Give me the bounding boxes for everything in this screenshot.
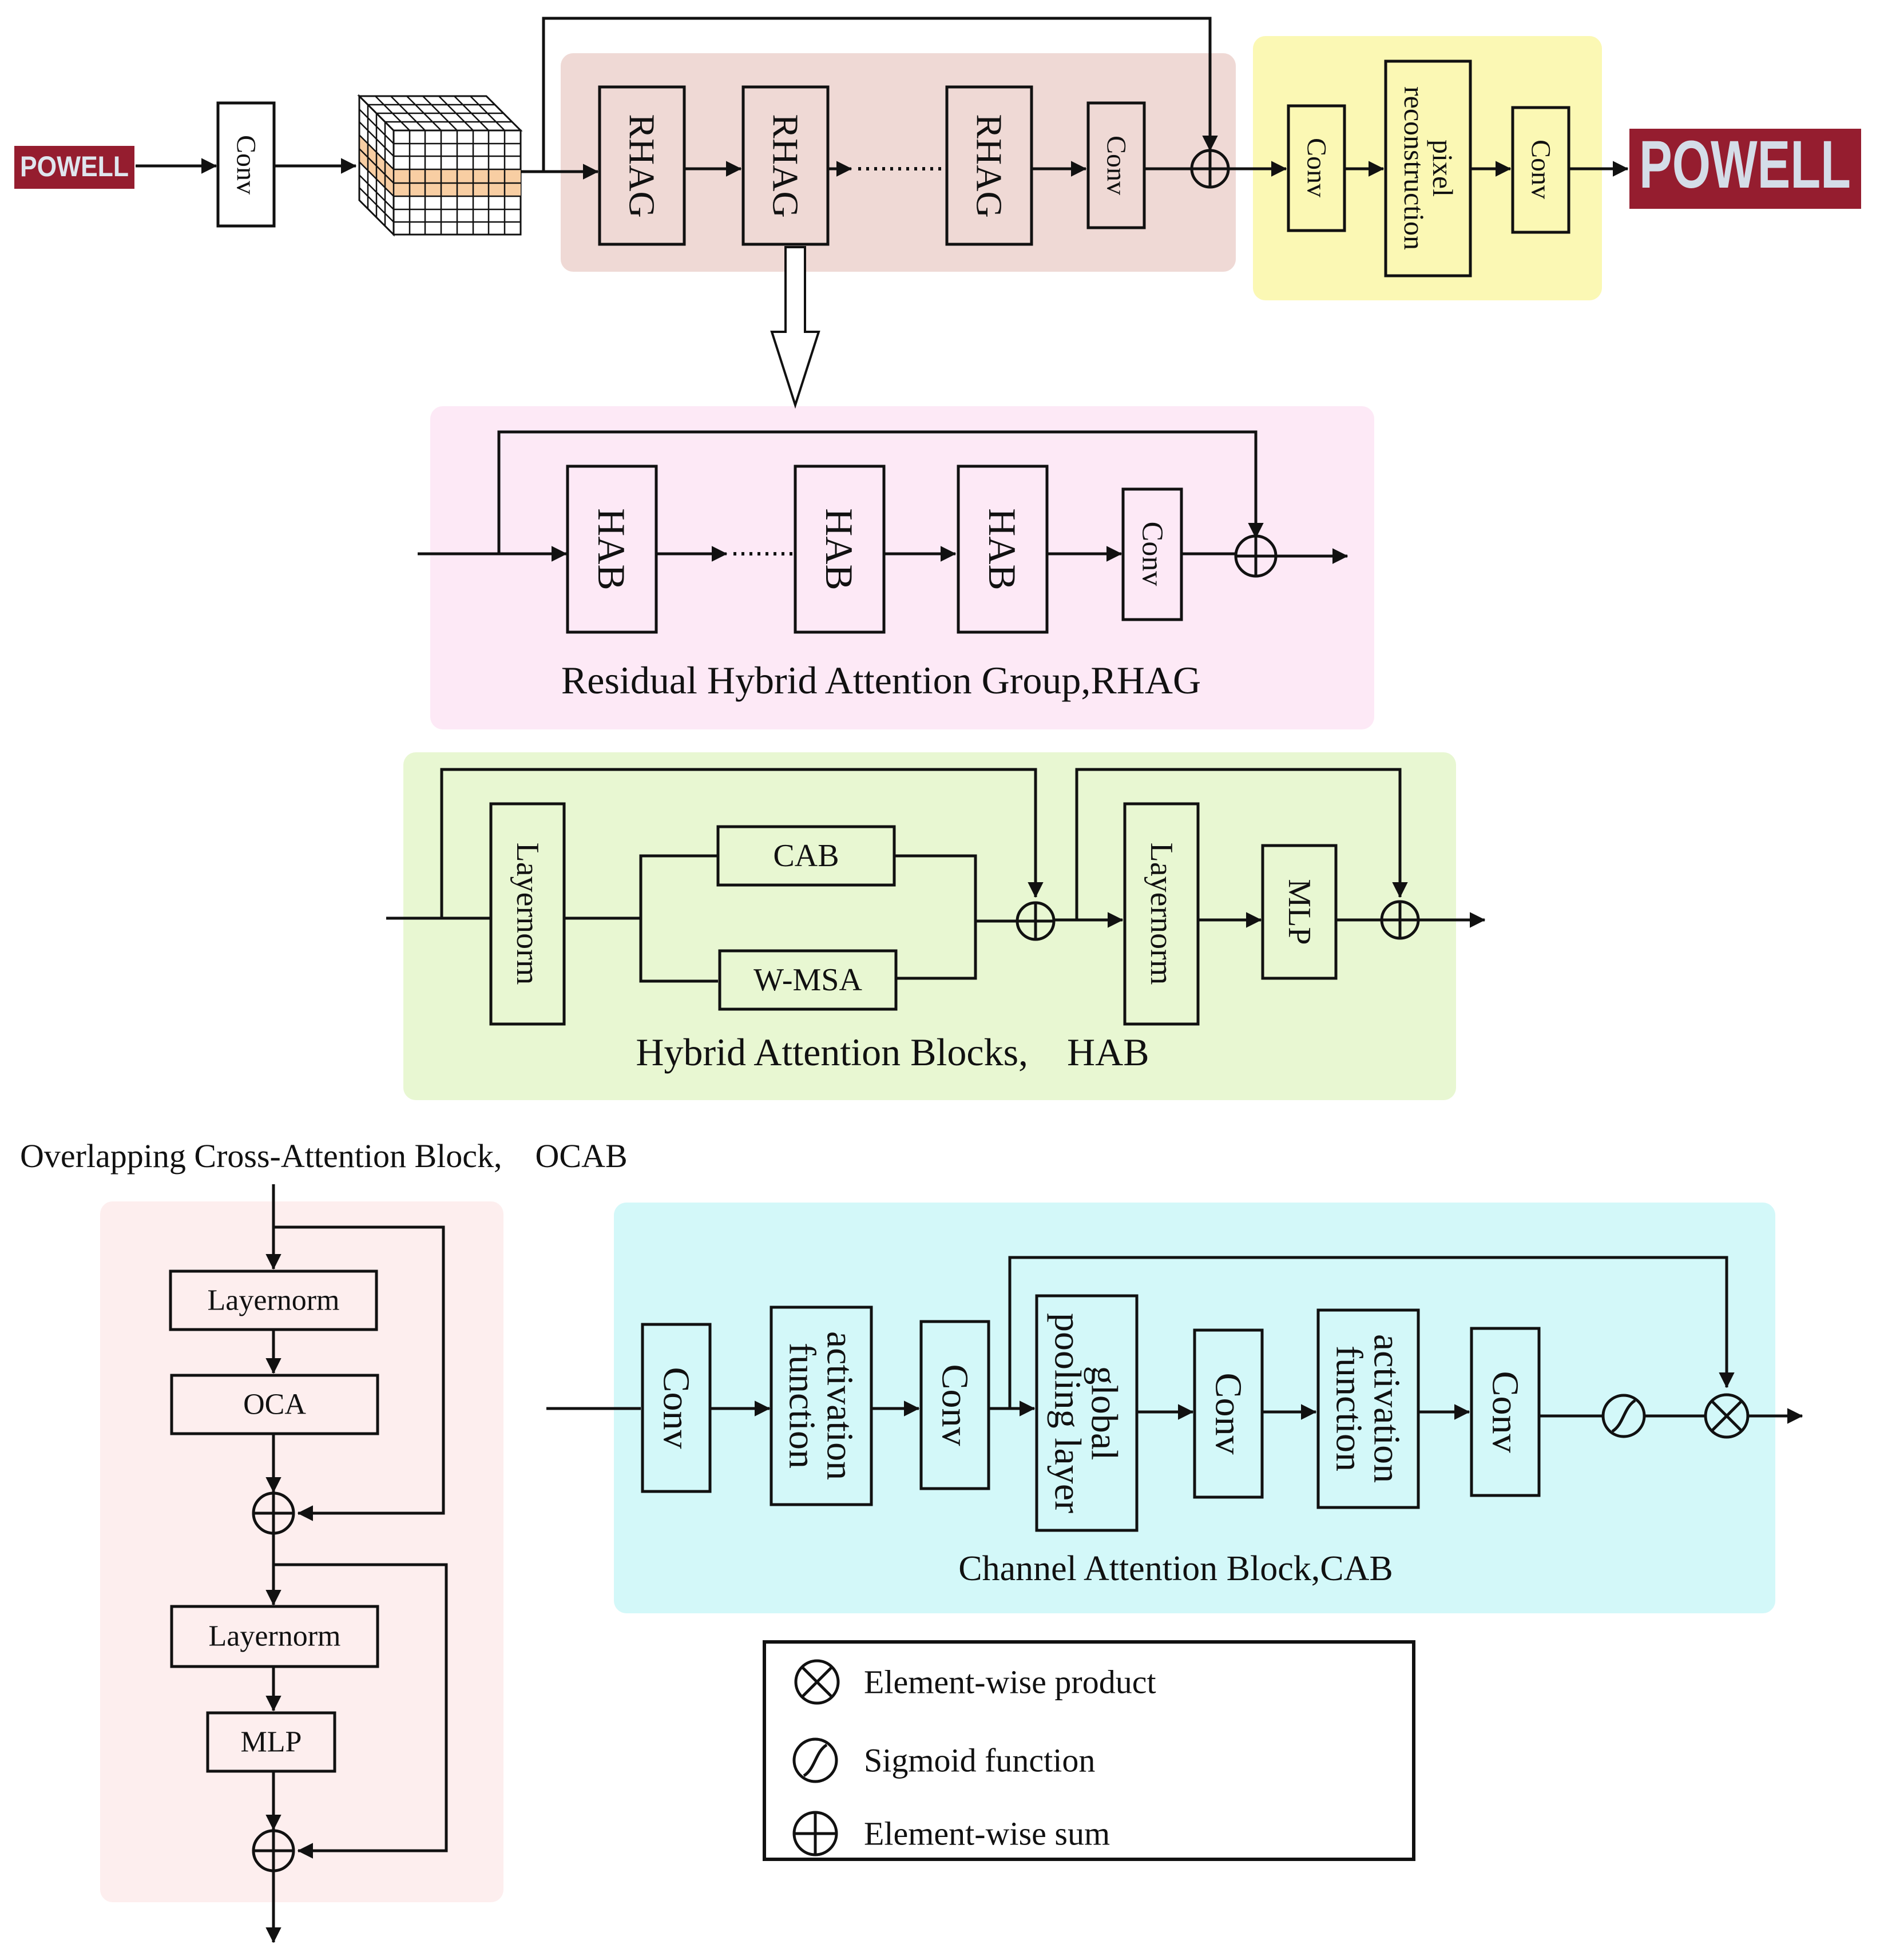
svg-text:Layernorm: Layernorm — [208, 1620, 340, 1653]
cab-activation-2: activation function — [1316, 1308, 1420, 1509]
svg-text:Layernorm: Layernorm — [207, 1284, 339, 1317]
hab-layernorm-1: Layernorm — [489, 802, 566, 1026]
svg-text:W-MSA: W-MSA — [753, 962, 862, 998]
ocab-mlp: MLP — [206, 1711, 336, 1773]
svg-text:Conv: Conv — [231, 135, 261, 195]
svg-text:HAB: HAB — [590, 508, 633, 590]
svg-text:MLP: MLP — [241, 1726, 302, 1759]
output-image-text: POWELL — [1639, 127, 1851, 203]
svg-text:Conv: Conv — [656, 1367, 697, 1449]
ocab-element-wise-sum-2 — [252, 1829, 295, 1872]
legend-product-label: Element-wise product — [864, 1664, 1156, 1701]
hab-block-2: HAB — [794, 465, 886, 634]
global-pooling-layer: global pooling layer — [1035, 1294, 1139, 1532]
svg-text:Conv: Conv — [934, 1364, 976, 1446]
svg-text:global: global — [1084, 1366, 1125, 1461]
hab-element-wise-sum-1 — [1016, 901, 1056, 941]
svg-text:activation: activation — [1366, 1334, 1408, 1483]
top-element-wise-sum — [1190, 149, 1230, 189]
legend: Element-wise product Sigmoid function El… — [763, 1640, 1415, 1861]
cab-caption: Channel Attention Block,CAB — [958, 1549, 1393, 1588]
input-image-text: POWELL — [20, 150, 129, 182]
svg-text:Layernorm: Layernorm — [510, 843, 545, 985]
shallow-conv: Conv — [216, 101, 276, 228]
output-image: POWELL — [1629, 127, 1861, 209]
sum-icon — [792, 1811, 838, 1856]
svg-text:Conv: Conv — [1136, 522, 1169, 586]
svg-text:Layernorm: Layernorm — [1144, 843, 1179, 985]
input-image: POWELL — [14, 146, 134, 189]
svg-text:RHAG: RHAG — [969, 114, 1010, 217]
svg-text:Conv: Conv — [1485, 1371, 1526, 1453]
hab-caption: Hybrid Attention Blocks, HAB — [636, 1030, 1149, 1074]
legend-sigmoid-label: Sigmoid function — [864, 1742, 1095, 1779]
sigmoid-icon — [792, 1737, 838, 1783]
svg-text:activation: activation — [819, 1331, 861, 1480]
svg-text:pooling layer: pooling layer — [1047, 1313, 1089, 1513]
ocab-element-wise-sum-1 — [252, 1491, 295, 1535]
wmsa-block: W-MSA — [718, 949, 898, 1011]
ocab-title: Overlapping Cross-Attention Block, OCAB — [20, 1137, 628, 1175]
rhag-block-n: RHAG — [945, 85, 1033, 246]
cab-activation-1: activation function — [770, 1306, 873, 1506]
rhag-caption: Residual Hybrid Attention Group,RHAG — [561, 658, 1201, 702]
rhag-block-1: RHAG — [598, 85, 686, 246]
hab-element-wise-sum-2 — [1380, 900, 1420, 940]
rhag-detail-panel — [430, 406, 1374, 729]
svg-text:function: function — [1328, 1346, 1370, 1471]
svg-text:RHAG: RHAG — [622, 114, 663, 217]
cab-conv-2: Conv — [919, 1320, 990, 1490]
reconstruction-panel — [1253, 36, 1602, 300]
svg-text:function: function — [782, 1343, 823, 1469]
hab-detail-panel — [403, 752, 1456, 1100]
hab-layernorm-2: Layernorm — [1123, 802, 1200, 1026]
rhag-stack-conv: Conv — [1086, 101, 1146, 229]
ocab-layernorm-2: Layernorm — [170, 1605, 379, 1668]
cab-block: CAB — [716, 825, 896, 887]
hab-block-1: HAB — [566, 465, 658, 634]
svg-text:HAB: HAB — [818, 508, 861, 590]
svg-text:OCA: OCA — [243, 1388, 306, 1421]
product-icon — [794, 1659, 840, 1705]
svg-text:Conv: Conv — [1302, 138, 1332, 197]
cab-conv-3: Conv — [1193, 1328, 1264, 1499]
pixel-reconstruction: pixel reconstruction — [1384, 59, 1472, 277]
svg-text:reconstruction: reconstruction — [1398, 86, 1430, 250]
svg-text:Conv: Conv — [1526, 140, 1556, 199]
legend-sum-label: Element-wise sum — [864, 1815, 1110, 1852]
hab-mlp: MLP — [1261, 844, 1338, 980]
rhag-stack-panel — [561, 53, 1236, 272]
svg-text:CAB: CAB — [773, 838, 839, 874]
svg-text:RHAG: RHAG — [766, 114, 806, 217]
feature-map-cube — [357, 94, 523, 237]
rhag-element-wise-sum — [1234, 534, 1278, 578]
svg-text:HAB: HAB — [981, 508, 1024, 590]
ocab-layernorm-1: Layernorm — [169, 1269, 378, 1331]
svg-text:Conv: Conv — [1101, 136, 1132, 195]
svg-text:Conv: Conv — [1208, 1372, 1250, 1454]
svg-text:pixel: pixel — [1427, 140, 1459, 197]
svg-text:MLP: MLP — [1282, 879, 1317, 945]
cab-conv-4: Conv — [1470, 1327, 1541, 1497]
hab-block-n: HAB — [957, 465, 1049, 634]
rhag-block-2: RHAG — [741, 85, 830, 246]
expand-arrow — [770, 246, 820, 409]
